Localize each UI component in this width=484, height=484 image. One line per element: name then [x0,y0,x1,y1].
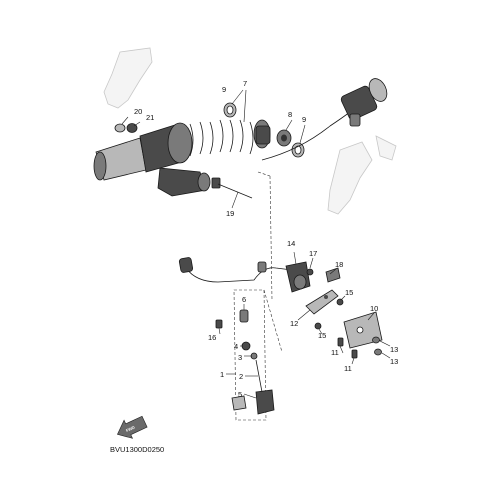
callout-15b: 15 [318,331,326,340]
bolts-11 [337,337,358,359]
callout-21: 21 [146,113,154,122]
shock-reservoir [261,78,388,161]
collar-9b [291,142,305,158]
callout-20: 20 [134,107,142,116]
callout-14: 14 [287,239,295,248]
callout-1: 1 [220,370,224,379]
linkage-rod [231,309,275,415]
ghost-frame-right [327,135,397,215]
bolt-19 [211,177,253,199]
callout-15a: 15 [345,288,353,297]
callout-3: 3 [238,353,242,362]
bushing-8 [276,129,292,147]
front-arrow-icon: FWD [116,415,148,439]
callout-11a: 11 [331,348,339,357]
ghost-frame-upper-left [103,47,153,109]
bolt-15a [336,298,344,306]
washer-20 [114,123,126,133]
linkage-assembly-box [233,289,283,421]
callout-8: 8 [288,110,292,119]
bolt-16 [215,319,223,329]
diagram-code: BVU1300D0250 [110,445,164,454]
callout-12: 12 [290,319,298,328]
sensor-wire-harness [178,257,311,293]
rear-shock-absorber [93,119,271,197]
callout-19: 19 [226,209,234,218]
callout-17: 17 [309,249,317,258]
callout-5: 5 [238,390,242,399]
callout-11b: 11 [344,364,352,373]
callout-9b: 9 [302,115,306,124]
callout-13b: 13 [390,357,398,366]
callout-2: 2 [239,372,243,381]
clip-18 [325,267,341,283]
callout-18: 18 [335,260,343,269]
collar-9a [223,102,237,118]
callout-16: 16 [208,333,216,342]
leader-lines-lower [218,251,391,399]
screw-17 [306,268,314,276]
callout-10: 10 [370,304,378,313]
callout-13a: 13 [390,345,398,354]
bracket-12 [305,289,339,315]
front-arrow-label: FWD [125,425,135,433]
callout-7: 7 [243,79,247,88]
callout-4: 4 [234,342,238,351]
callout-6: 6 [242,295,246,304]
bolt-15b [314,322,322,330]
nuts-13 [372,336,382,356]
callout-9a: 9 [222,85,226,94]
leader-lines-top [121,89,306,301]
shock-spring [189,119,254,157]
